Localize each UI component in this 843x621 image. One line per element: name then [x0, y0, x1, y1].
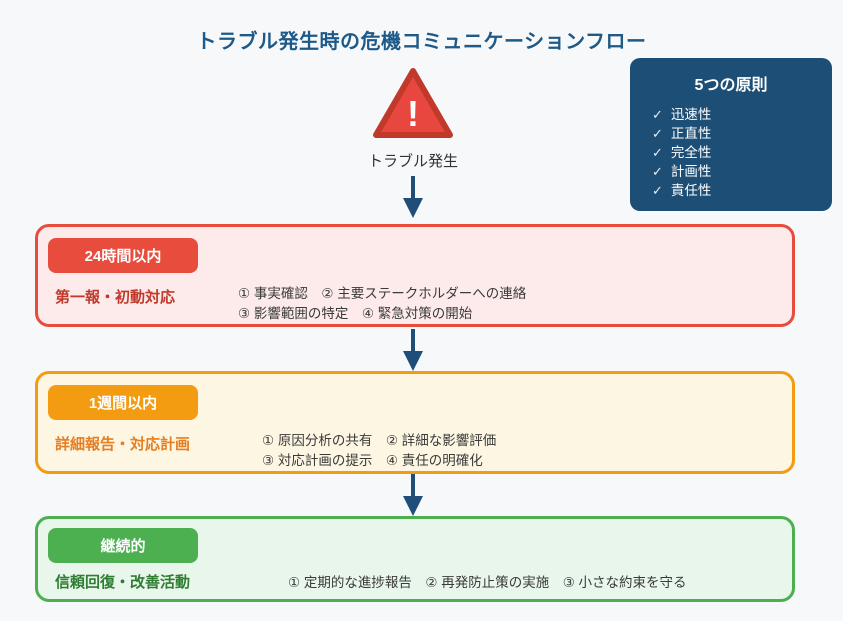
principle-label: 計画性: [670, 164, 712, 179]
stage-deadline-badge: 24時間以内: [48, 238, 198, 273]
principle-label: 責任性: [670, 183, 712, 198]
flow-arrow-down-icon: [403, 329, 423, 371]
checkmark-icon: ✓: [652, 183, 663, 198]
action-line: ① 原因分析の共有 ② 詳細な影響評価: [262, 433, 497, 448]
stage-initial-response: 24時間以内 第一報・初動対応 ① 事実確認 ② 主要ステークホルダーへの連絡 …: [35, 224, 795, 327]
principles-item: ✓ 責任性: [652, 181, 832, 200]
checkmark-icon: ✓: [652, 164, 663, 179]
action-line: ③ 影響範囲の特定 ④ 緊急対策の開始: [238, 306, 473, 321]
stage-title: 第一報・初動対応: [55, 289, 176, 306]
principles-panel: 5つの原則 ✓ 迅速性 ✓ 正直性 ✓ 完全性 ✓ 計画性 ✓ 責任性: [630, 58, 832, 211]
principles-list: ✓ 迅速性 ✓ 正直性 ✓ 完全性 ✓ 計画性 ✓ 責任性: [630, 105, 832, 200]
action-line: ① 事実確認 ② 主要ステークホルダーへの連絡: [238, 286, 527, 301]
principles-item: ✓ 正直性: [652, 124, 832, 143]
stage-title: 信頼回復・改善活動: [55, 574, 191, 591]
checkmark-icon: ✓: [652, 107, 663, 122]
stage-detailed-report: 1週間以内 詳細報告・対応計画 ① 原因分析の共有 ② 詳細な影響評価 ③ 対応…: [35, 371, 795, 474]
principle-label: 正直性: [670, 126, 712, 141]
principles-item: ✓ 完全性: [652, 143, 832, 162]
checkmark-icon: ✓: [652, 126, 663, 141]
action-line: ① 定期的な進捗報告 ② 再発防止策の実施 ③ 小さな約束を守る: [288, 575, 687, 590]
stage-title: 詳細報告・対応計画: [55, 436, 191, 453]
stage-trust-recovery: 継続的 信頼回復・改善活動 ① 定期的な進捗報告 ② 再発防止策の実施 ③ 小さ…: [35, 516, 795, 602]
principle-label: 迅速性: [670, 107, 712, 122]
trigger-label: トラブル発生: [367, 153, 458, 170]
stage-action-items: ① 原因分析の共有 ② 詳細な影響評価 ③ 対応計画の提示 ④ 責任の明確化: [262, 431, 496, 471]
principles-title: 5つの原則: [694, 77, 768, 94]
checkmark-icon: ✓: [652, 145, 663, 160]
stage-action-items: ① 事実確認 ② 主要ステークホルダーへの連絡 ③ 影響範囲の特定 ④ 緊急対策…: [238, 284, 526, 324]
principles-item: ✓ 迅速性: [652, 105, 832, 124]
flow-arrow-down-icon: [403, 474, 423, 516]
stage-deadline-badge: 継続的: [48, 528, 198, 563]
flow-arrow-down-icon: [403, 176, 423, 218]
stage-action-items: ① 定期的な進捗報告 ② 再発防止策の実施 ③ 小さな約束を守る: [288, 573, 687, 593]
principles-item: ✓ 計画性: [652, 162, 832, 181]
action-line: ③ 対応計画の提示 ④ 責任の明確化: [262, 453, 483, 468]
page-title: トラブル発生時の危機コミュニケーションフロー: [196, 31, 647, 54]
warning-triangle-icon: !: [373, 68, 453, 138]
principle-label: 完全性: [670, 145, 712, 160]
exclamation-mark: !: [407, 93, 419, 134]
stage-deadline-badge: 1週間以内: [48, 385, 198, 420]
